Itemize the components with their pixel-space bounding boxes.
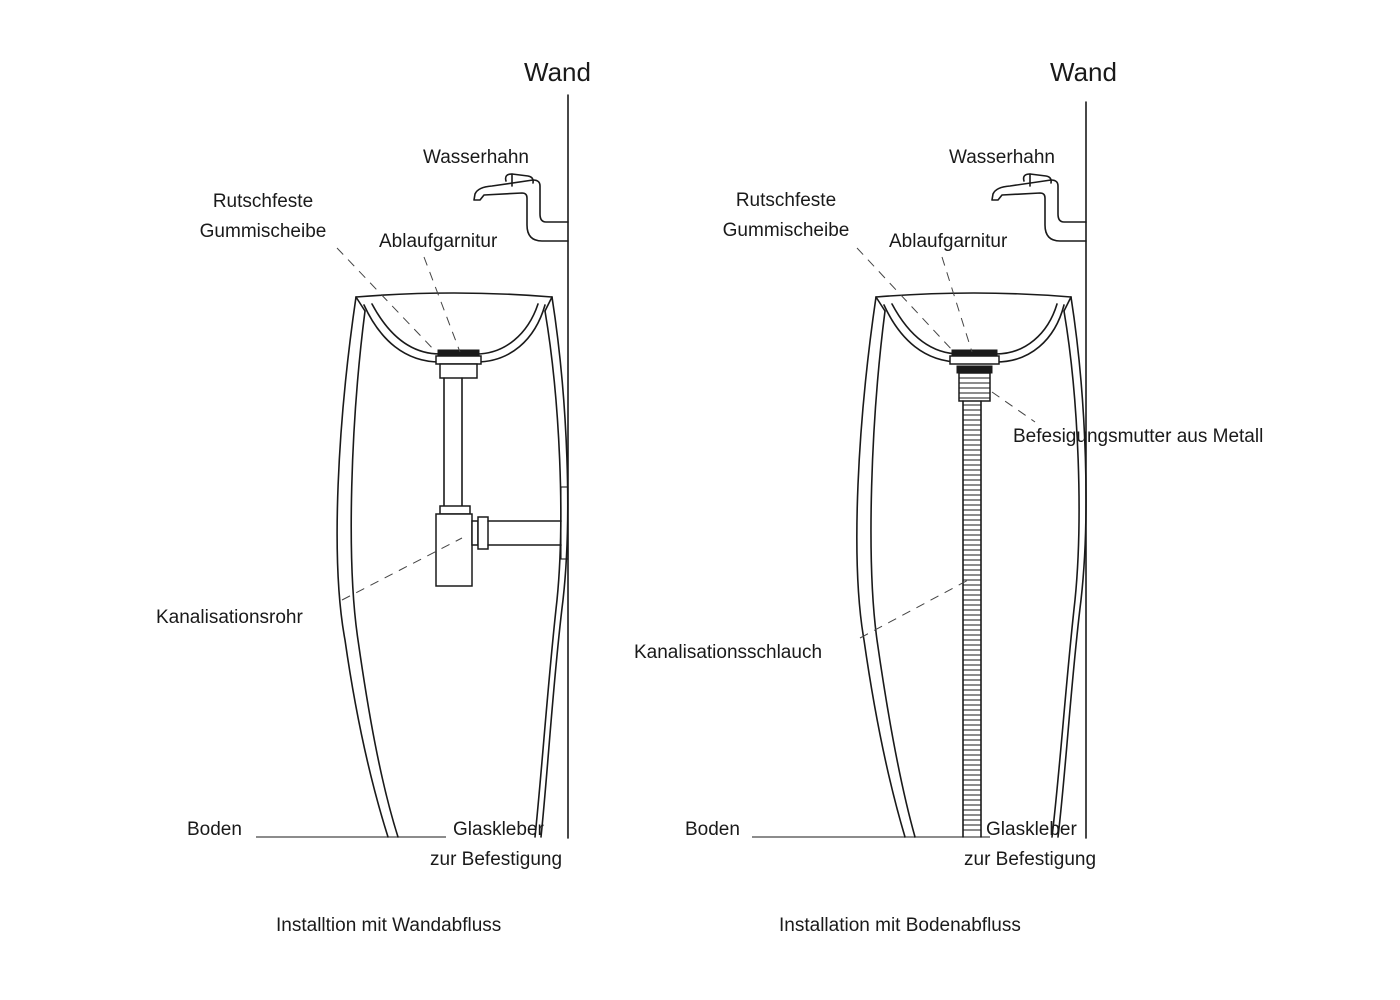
faucet-icon bbox=[991, 173, 1087, 242]
pedestal bbox=[336, 296, 569, 838]
leader-lines bbox=[856, 247, 1036, 639]
pedestal bbox=[856, 296, 1087, 838]
sewer-pipe-label: Kanalisationsrohr bbox=[156, 607, 303, 628]
caption-right: Installation mit Bodenabfluss bbox=[779, 915, 1021, 936]
sewer-hose-label: Kanalisationsschlauch bbox=[634, 642, 823, 663]
caption-left: Installtion mit Wandabfluss bbox=[276, 915, 502, 936]
faucet-icon bbox=[473, 173, 569, 242]
drain-fitting-label: Ablaufgarnitur bbox=[889, 231, 1008, 252]
siphon bbox=[435, 377, 562, 587]
right-figure bbox=[752, 101, 1087, 839]
glue-label-line1: Glaskleber bbox=[986, 819, 1077, 840]
floor-label: Boden bbox=[187, 819, 242, 840]
metal-nut-label: Befesigungsmutter aus Metall bbox=[1013, 426, 1264, 447]
drain-fitting bbox=[435, 349, 482, 379]
sewer-hose bbox=[962, 400, 982, 838]
drain-fitting-label: Ablaufgarnitur bbox=[379, 231, 498, 252]
faucet-label: Wasserhahn bbox=[949, 147, 1055, 168]
wall-label: Wand bbox=[524, 57, 591, 87]
gasket-label: Rutschfeste Gummischeibe bbox=[711, 186, 861, 246]
floor-label: Boden bbox=[685, 819, 740, 840]
gasket-label: Rutschfeste Gummischeibe bbox=[188, 187, 338, 247]
wall-label: Wand bbox=[1050, 57, 1117, 87]
faucet-label: Wasserhahn bbox=[423, 147, 529, 168]
gasket-label-line1: Rutschfeste bbox=[735, 190, 837, 211]
left-figure bbox=[256, 94, 569, 839]
drain-fitting bbox=[949, 349, 1000, 402]
leader-lines bbox=[336, 247, 463, 601]
glue-label-line1: Glaskleber bbox=[453, 819, 544, 840]
glue-label-line2: zur Befestigung bbox=[430, 849, 563, 870]
gasket-label-line2: Gummischeibe bbox=[722, 220, 850, 241]
gasket-label-line2: Gummischeibe bbox=[199, 221, 327, 242]
glue-label-line2: zur Befestigung bbox=[964, 849, 1097, 870]
gasket-label-line1: Rutschfeste bbox=[212, 191, 314, 212]
